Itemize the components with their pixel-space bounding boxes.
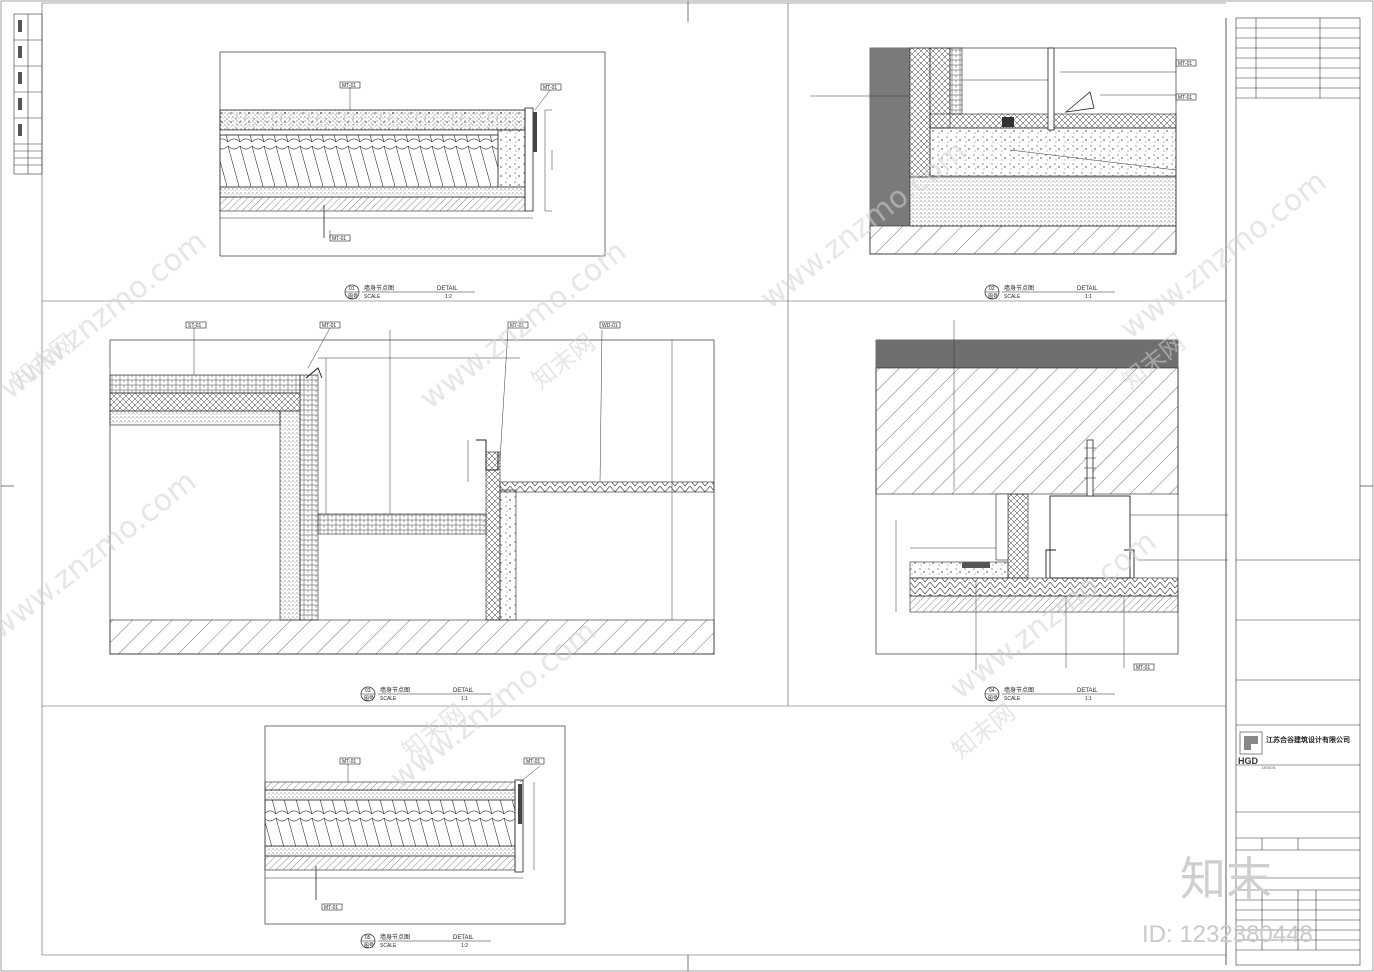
- detail-01-scale-label: SCALE: [364, 294, 381, 300]
- detail-02-detail-word: DETAIL: [1077, 286, 1098, 292]
- detail-01-number: 01: [349, 286, 355, 292]
- detail-02-scale-label: SCALE: [1004, 294, 1021, 300]
- detail-02-tag-2: MT-01: [1175, 93, 1197, 101]
- detail-02-tag-1-text: MT-01: [1178, 61, 1192, 67]
- detail-02-caption: 02 图号 墙身节点图 DETAIL SCALE 1:1: [984, 284, 1115, 300]
- detail-01-tag-3: MT-01: [329, 230, 351, 242]
- detail-02-tag-1: MT-01: [1175, 59, 1197, 67]
- detail-05-tag-3: MT-01: [321, 903, 343, 911]
- detail-05-detail-word: DETAIL: [453, 935, 474, 941]
- detail-05-title: 墙身节点图: [380, 933, 410, 941]
- detail-03-tag-4: WD-01: [599, 321, 621, 329]
- detail-03-drawing: [109, 327, 715, 655]
- detail-03-sheet-ref: 图号: [364, 696, 374, 702]
- detail-04-drawing: [875, 320, 1228, 670]
- detail-04-tag-1: MT-01: [1133, 663, 1155, 671]
- detail-01-caption: 01 图号 墙身节点图 DETAIL SCALE 1:2: [344, 284, 475, 300]
- detail-03-number: 03: [365, 688, 371, 694]
- detail-04-caption: 04 图号 墙身节点图 DETAIL SCALE 1:1: [984, 686, 1115, 702]
- detail-01-tag-2: MT-01: [534, 83, 562, 111]
- detail-05-tag-1: MT-01: [339, 757, 361, 765]
- detail-03-tag-4-text: WD-01: [602, 323, 618, 329]
- detail-03-tag-3: MT-01: [507, 321, 529, 329]
- detail-02-tag-2-text: MT-01: [1178, 95, 1192, 101]
- logo-subtext: DESIGN: [1262, 766, 1276, 770]
- detail-01-tag-1-text: MT-01: [342, 83, 356, 89]
- detail-03-title: 墙身节点图: [380, 686, 410, 694]
- detail-03-tag-2: MT-01: [319, 321, 341, 329]
- detail-04-scale-label: SCALE: [1004, 696, 1021, 702]
- watermark-brand-5: 知末网: [946, 698, 1020, 764]
- revision-strip: [13, 13, 43, 175]
- detail-05-tag-1-text: MT-01: [342, 759, 356, 765]
- detail-03-scale-label: SCALE: [380, 696, 397, 702]
- detail-02-number: 02: [989, 286, 995, 292]
- detail-05-tag-2-text: MT-01: [526, 759, 540, 765]
- corner-brand-watermark: 知末: [1180, 853, 1272, 905]
- detail-04-tag-1-text: MT-01: [1136, 665, 1150, 671]
- id-watermark: ID: 1232380448: [1142, 921, 1313, 948]
- watermark-brand-2: 知末网: [526, 328, 600, 394]
- detail-01-drawing: [219, 51, 606, 257]
- watermark-5: www.znzmo.com: [943, 524, 1163, 706]
- detail-03-tag-3-text: MT-01: [510, 323, 524, 329]
- detail-02-title: 墙身节点图: [1004, 284, 1034, 292]
- detail-02-scale: 1:1: [1085, 294, 1092, 300]
- detail-01-scale: 1:2: [445, 294, 452, 300]
- detail-05-tag-2: MT-01: [523, 757, 545, 765]
- logo-text: HGD: [1238, 756, 1259, 766]
- title-block: [1235, 17, 1361, 966]
- watermark-7: www.znzmo.com: [0, 464, 203, 646]
- detail-05-scale-label: SCALE: [380, 943, 397, 949]
- detail-04-detail-word: DETAIL: [1077, 688, 1098, 694]
- detail-03-tag-1-text: ST-01: [188, 323, 202, 329]
- detail-03-detail-word: DETAIL: [453, 688, 474, 694]
- detail-03-caption: 03 图号 墙身节点图 DETAIL SCALE 1:1: [360, 686, 491, 702]
- detail-02-sheet-ref: 图号: [988, 294, 998, 300]
- company-logo: HGD DESIGN: [1238, 731, 1276, 770]
- detail-01-sheet-ref: 图号: [348, 294, 358, 300]
- detail-05-scale: 1:2: [461, 943, 468, 949]
- detail-04-number: 04: [989, 688, 995, 694]
- detail-03-tag-1: ST-01: [185, 321, 207, 329]
- detail-03-scale: 1:1: [461, 696, 468, 702]
- detail-01-tag-3-text: MT-01: [332, 236, 346, 242]
- detail-04-scale: 1:1: [1085, 696, 1092, 702]
- detail-05-drawing: [264, 725, 566, 925]
- detail-05-number: 05: [365, 935, 371, 941]
- detail-01-tag-2-text: MT-01: [543, 85, 557, 91]
- detail-01-detail-word: DETAIL: [437, 286, 458, 292]
- detail-01-tag-1: MT-01: [339, 81, 361, 110]
- detail-05-sheet-ref: 图号: [364, 943, 374, 949]
- detail-03-tag-2-text: MT-01: [322, 323, 336, 329]
- detail-01-title: 墙身节点图: [364, 284, 394, 292]
- detail-04-title: 墙身节点图: [1004, 686, 1034, 694]
- detail-04-sheet-ref: 图号: [988, 696, 998, 702]
- detail-05-tag-3-text: MT-01: [324, 905, 338, 911]
- detail-05-caption: 05 图号 墙身节点图 DETAIL SCALE 1:2: [360, 933, 491, 949]
- company-name: 江苏合谷建筑设计有限公司: [1266, 735, 1350, 744]
- detail-02-drawing: [810, 47, 1177, 255]
